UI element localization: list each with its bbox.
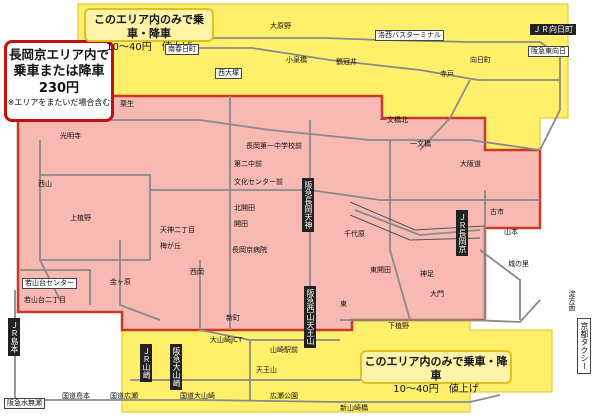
stop-umegatani: 梅が丘 — [160, 242, 181, 250]
route-top-main — [190, 47, 560, 81]
stop-shimouenoi: 下植野 — [388, 322, 409, 330]
notice-top-line2: 10〜40円 値上げ — [106, 42, 192, 53]
stop-sendai: 千代原 — [344, 230, 365, 238]
label-kyoto-taxi: 京都タクシー — [577, 318, 591, 374]
station-hankyu-oyamazaki: 阪急大山崎 — [170, 344, 182, 390]
stop-yamazaki-ekimae: 山崎駅前 — [270, 346, 298, 354]
terminal-nishiyama: 洛西バスターミナル — [375, 30, 444, 41]
stop-daimon: 大門 — [430, 290, 444, 298]
stop-nishiyama: 西山 — [38, 180, 52, 188]
stop-jonan: 城の里 — [508, 260, 529, 268]
station-hankyu-nishiyamatennozan: 阪急西山天王山 — [304, 286, 316, 348]
stop-kaminakajima: 神足 — [420, 270, 434, 278]
stop-minami-kasugacho: 南春日町 — [165, 44, 199, 55]
stop-bunka-center: 文化センター前 — [234, 178, 283, 186]
stop-kita: 北開田 — [234, 204, 255, 212]
notice-top: このエリア内のみで乗車・降車 10〜40円 値上げ — [84, 8, 214, 53]
stop-hiyodori: 鶴冠井 — [336, 58, 357, 66]
stop-kamiueno: 上植野 — [70, 214, 91, 222]
fare-line1: 長岡京エリア内で — [8, 47, 109, 62]
stop-shinmachi: 新町 — [226, 314, 240, 322]
stop-tenjin-2: 天神二丁目 — [160, 226, 195, 234]
stop-kokudo-hiroshima: 国道広瀬 — [110, 392, 138, 400]
fare-box: 長岡京エリア内で 乗車または降車 230円 ※エリアをまたいだ場合含む — [4, 40, 114, 122]
stop-yamamoto: 山本 — [504, 228, 518, 236]
stop-osakamichi: 大阪道 — [460, 160, 481, 168]
route-lower-east — [340, 299, 541, 323]
stop-oharano: 大原野 — [270, 22, 291, 30]
notice-bottom-line2: 10〜40円 値上げ — [393, 384, 479, 395]
stop-wakayamadai-2: 若山台二丁目 — [24, 296, 66, 304]
stop-yamazaki-tenno: 天王山 — [256, 366, 277, 374]
stop-kokudo-shimamoto: 国道島本 — [62, 392, 90, 400]
station-jr-shimamoto: ＪＲ島本 — [8, 318, 20, 356]
stop-koshi: 古市 — [490, 208, 504, 216]
station-hankyu-nagaokatenjin: 阪急長岡天神 — [302, 178, 314, 232]
route-bottom-lower — [60, 394, 501, 403]
notice-bottom: このエリア内のみで乗車・降車 10〜40円 値上げ — [360, 350, 512, 395]
stop-nagaoka-daiichi: 長岡第一中学校前 — [246, 142, 302, 150]
stop-oyamazaki-jct: 大山崎JCT — [210, 336, 243, 344]
route-upper-ring — [40, 119, 541, 151]
route-higashimuko-south — [419, 79, 471, 151]
stop-higashi: 東 — [340, 300, 347, 308]
route-wakayamadai — [20, 269, 91, 305]
stop-mukomachi-center: 向日町 — [470, 56, 491, 64]
stop-ekimae-high: 第二中前 — [234, 160, 262, 168]
stop-shinyama: 新山崎橋 — [340, 404, 368, 412]
station-hankyu-higashimuko: 阪急東向日 — [528, 46, 569, 57]
stop-hirosepark: 広瀬公園 — [270, 392, 298, 400]
fare-note: ※エリアをまたいだ場合含む — [7, 98, 111, 107]
route-east-south — [479, 249, 521, 320]
fare-line2: 乗車または降車 — [13, 64, 105, 79]
stop-teramachi: 寺戸 — [440, 70, 454, 78]
stop-wakayamadai-center: 若山台センター — [22, 278, 77, 289]
stop-ichi: 一文橋北 — [380, 116, 408, 124]
notice-bottom-line1: このエリア内のみで乗車・降車 — [364, 355, 508, 382]
route-north-south-3 — [389, 140, 411, 321]
stop-kosumo: 小泉橋 — [286, 56, 307, 64]
station-jr-nagaokakyo: ＪＲ長岡京 — [456, 210, 468, 256]
notice-top-line1: このエリア内のみで乗車・降車 — [94, 13, 204, 40]
stop-nagaoka-hospital: 長岡京病院 — [232, 246, 267, 254]
station-jr-mukomachi: ＪＲ向日町 — [530, 24, 576, 35]
stop-kurisawa: 栗生 — [120, 100, 134, 108]
stop-higashikaiden: 東開田 — [370, 266, 391, 274]
stop-nishiotsuka: 西大塚 — [215, 68, 242, 79]
route-kaneoka — [119, 240, 161, 321]
stop-kaiden: 開田 — [234, 220, 248, 228]
station-hankyu-minase: 阪急水無瀬 — [4, 398, 45, 409]
fare-amount: 230円 — [38, 81, 80, 96]
stop-kaneoka: 金ヶ原 — [110, 278, 131, 286]
route-tenjin-west — [40, 174, 151, 261]
label-yodo-line: 淀方面 — [568, 290, 576, 311]
route-center-east — [230, 189, 540, 201]
stop-kokudo-oyamazaki: 国道大山崎 — [180, 392, 215, 400]
stop-kosenji: 光明寺 — [60, 132, 81, 140]
station-jr-yamazaki: ＪＲ山崎 — [140, 344, 152, 382]
stop-ichimonji: 一文橋 — [410, 140, 431, 148]
route-south-hub — [199, 260, 340, 341]
stop-nishioka: 西岡 — [190, 268, 204, 276]
